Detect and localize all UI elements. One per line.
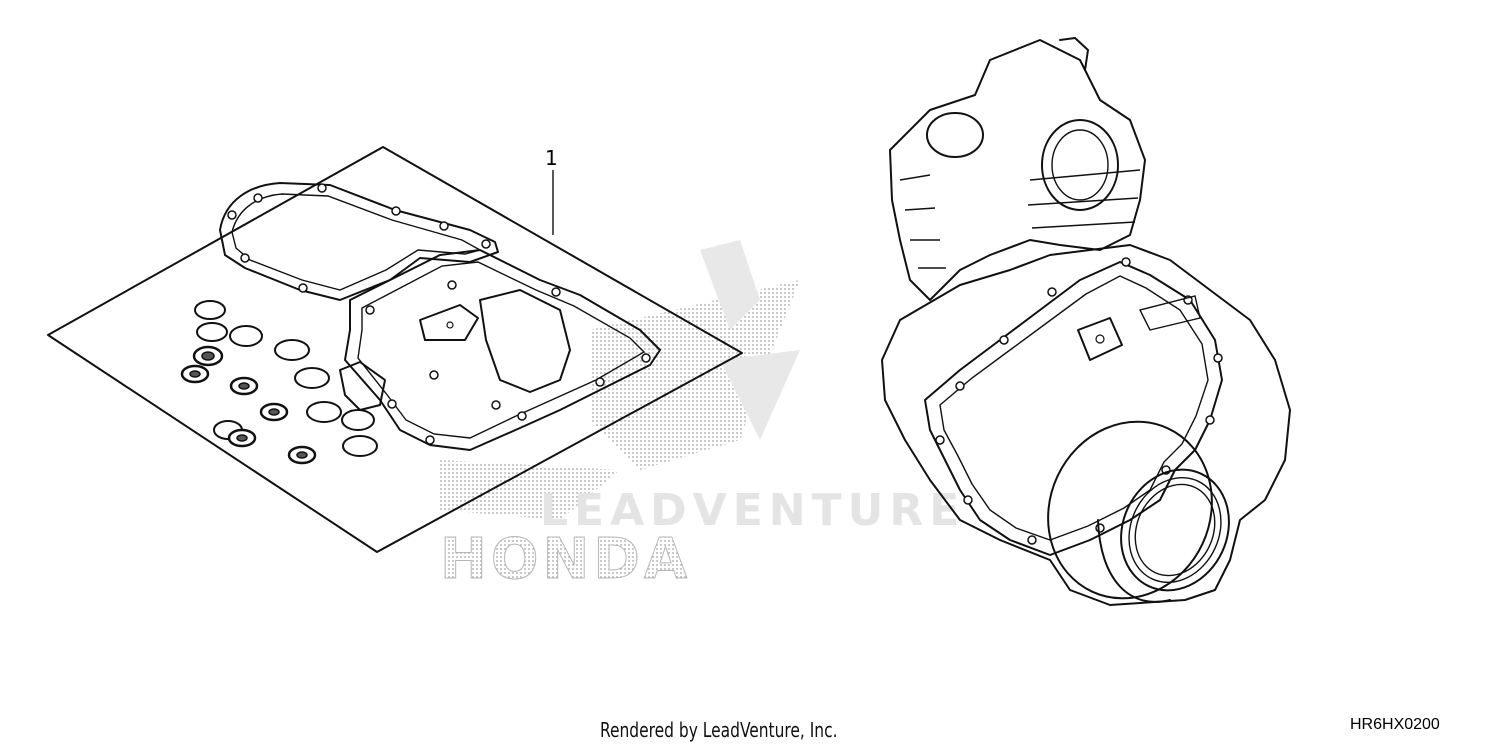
watermark-logo: LEADVENTURE HONDA — [440, 240, 965, 593]
gasket-kit-icon[interactable] — [47, 146, 743, 553]
diagram-reference-code: HR6HX0200 — [1350, 716, 1440, 733]
callout-part-number: 1 — [545, 146, 558, 170]
watermark-partner-text: LEADVENTURE — [540, 485, 965, 536]
engine-assembly-icon — [881, 37, 1291, 606]
watermark-brand-text: HONDA — [440, 527, 691, 592]
footer-credit: Rendered by LeadVenture, Inc. — [600, 718, 838, 742]
